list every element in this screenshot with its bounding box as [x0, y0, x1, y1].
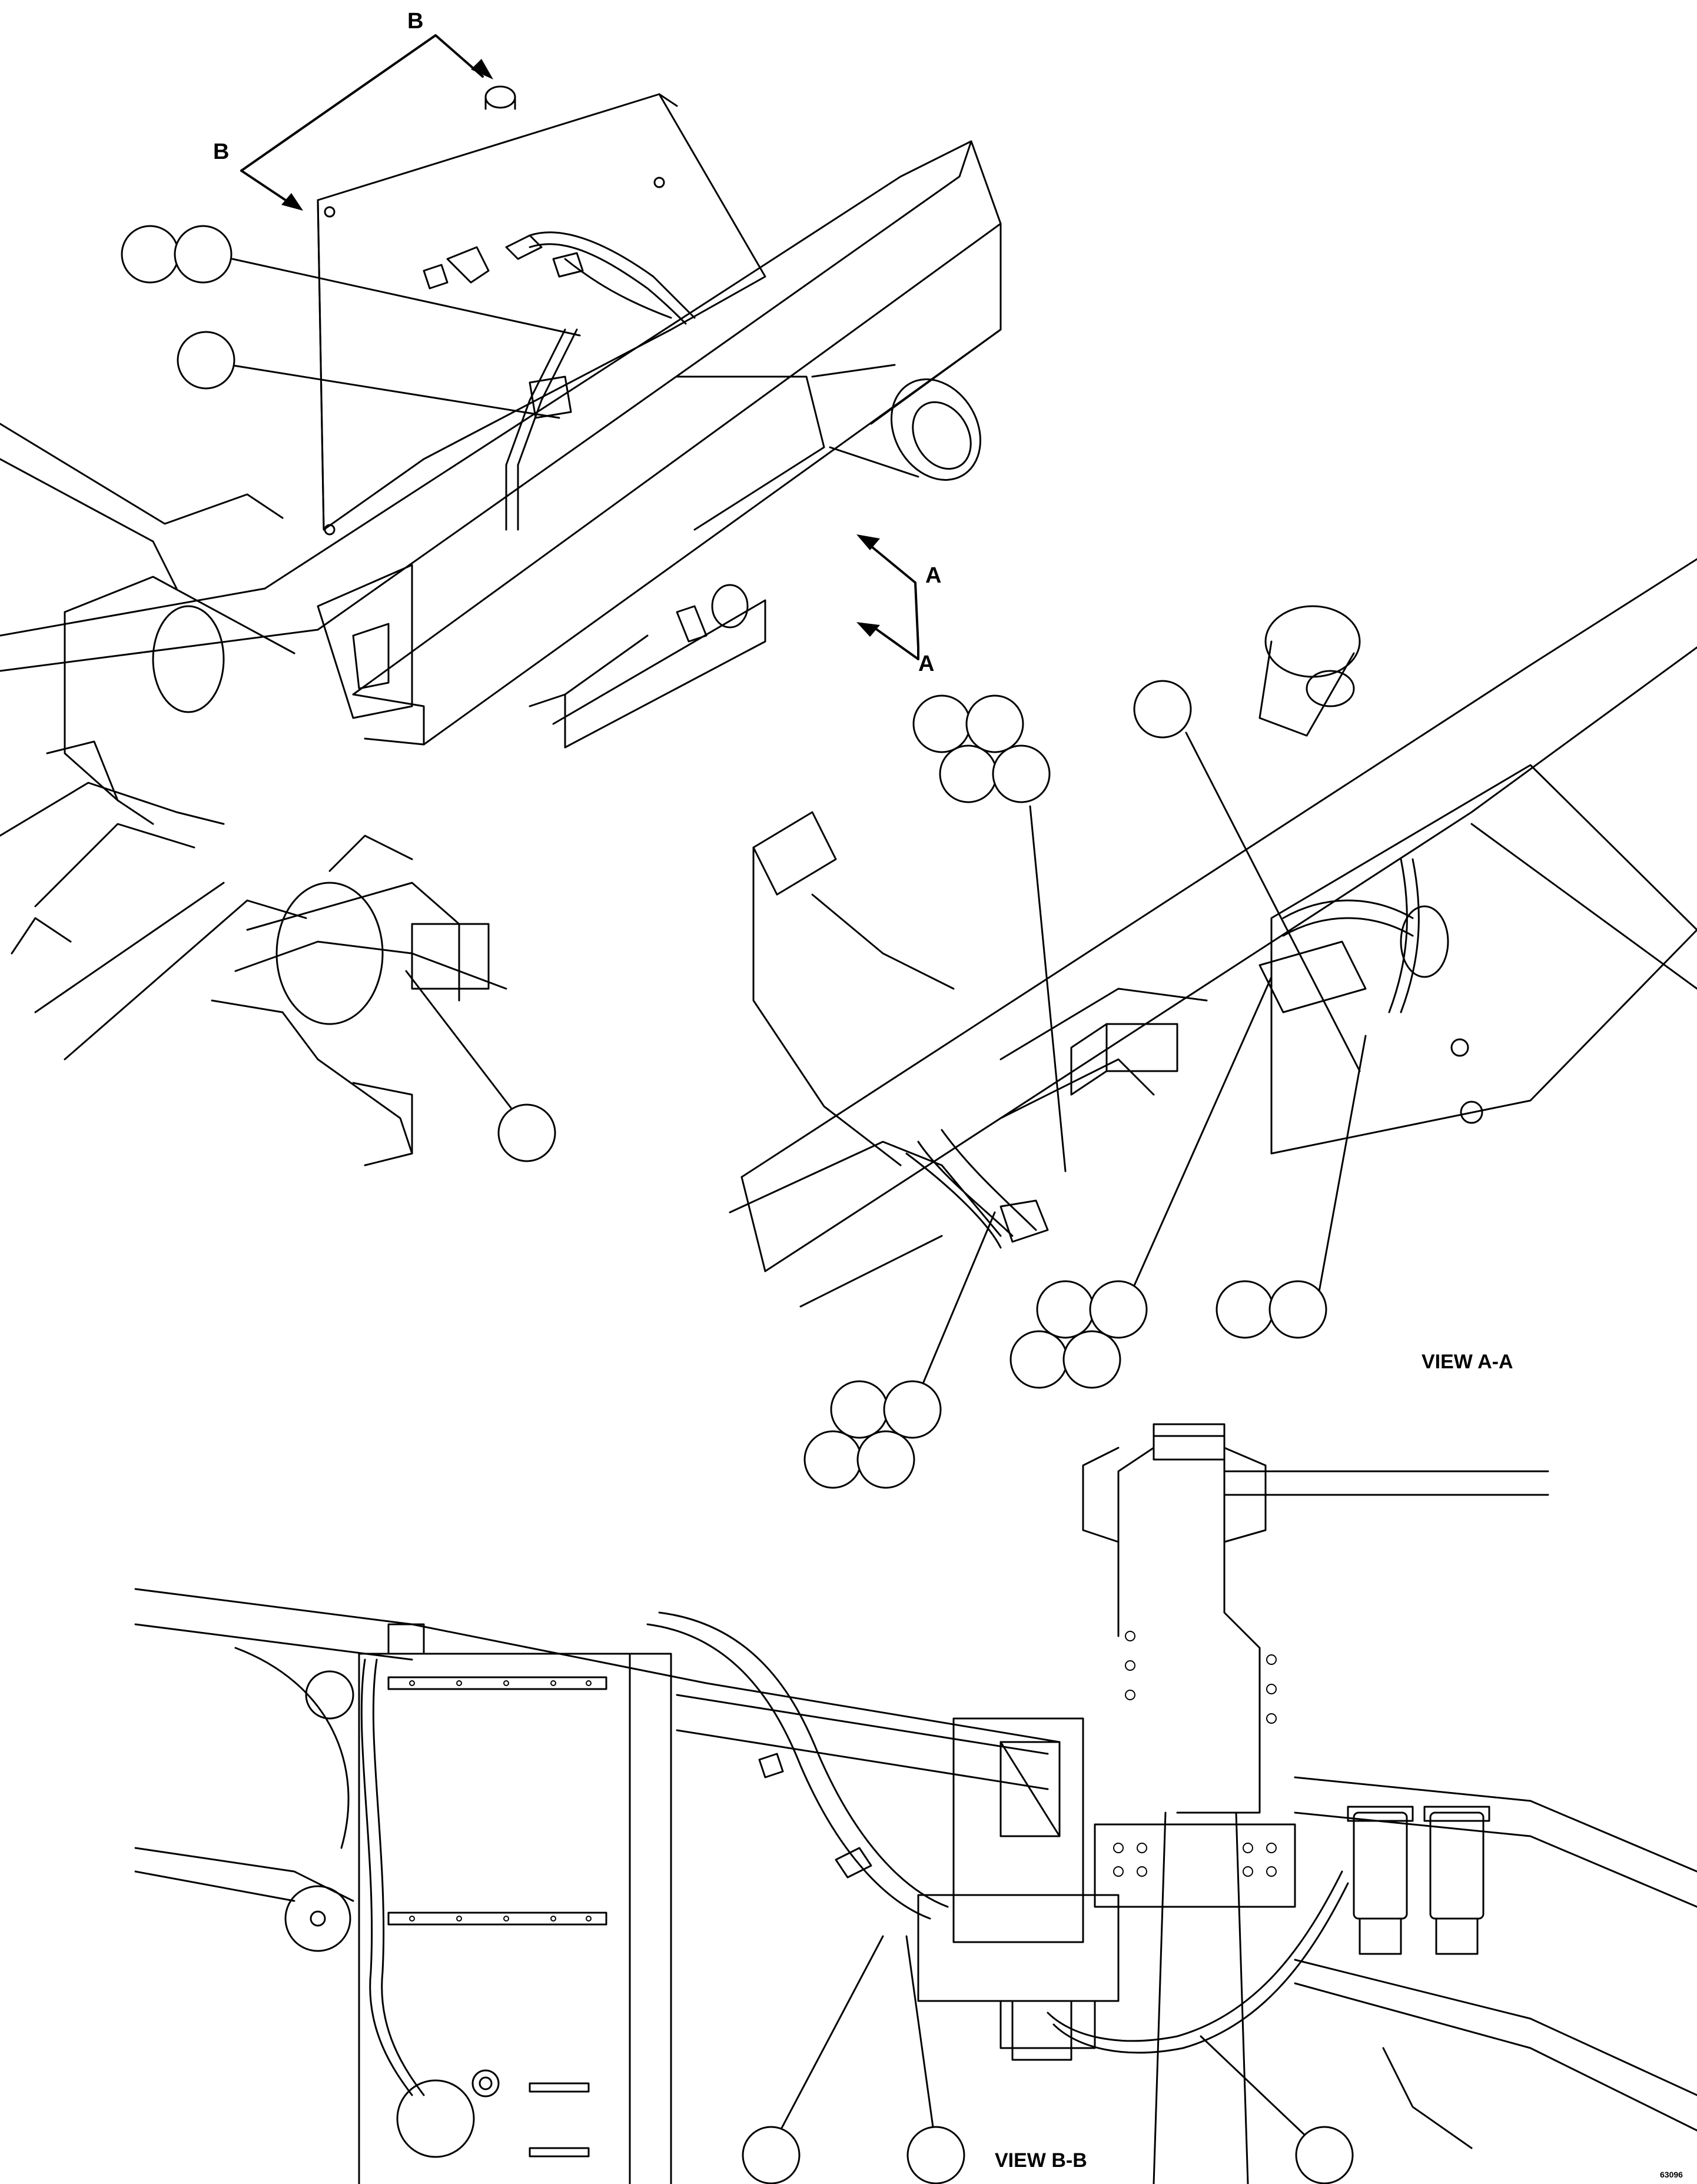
- callout-balloons: [121, 225, 1354, 2184]
- callout-balloon: [830, 1380, 889, 1439]
- section-arrows: [240, 34, 919, 660]
- section-label-a-upper: A: [925, 563, 941, 588]
- drawing-number: 63096: [1660, 2170, 1683, 2179]
- view-a-frame-assembly: [729, 558, 1697, 1308]
- arrowhead-a-lower: [856, 622, 880, 637]
- section-label-b-top: B: [407, 9, 423, 34]
- section-label-a-lower: A: [918, 651, 934, 676]
- leader-3: [405, 970, 513, 1111]
- upper-left-frame-assembly: [0, 140, 1002, 1166]
- callout-balloon: [1268, 1280, 1327, 1339]
- callout-balloon: [497, 1103, 556, 1162]
- leader-5: [1185, 732, 1361, 1072]
- callout-balloon: [1062, 1330, 1121, 1389]
- view-label-b-b: VIEW B-B: [995, 2149, 1087, 2172]
- callout-balloon: [1216, 1280, 1274, 1339]
- leader-11: [1200, 2035, 1320, 2149]
- callout-balloon: [1036, 1280, 1095, 1339]
- arrowheads: [281, 59, 880, 637]
- callout-balloon: [939, 744, 998, 803]
- leader-2: [228, 364, 560, 419]
- callout-balloon: [912, 694, 971, 753]
- callout-balloon: [1133, 680, 1192, 739]
- view-b-frame-assembly: [134, 1423, 1697, 2184]
- arrowhead-b-left: [281, 193, 303, 211]
- strap-bolts: [409, 1631, 1277, 1922]
- callout-balloon: [742, 2126, 801, 2184]
- callout-balloon: [174, 225, 233, 284]
- leader-6: [1129, 976, 1273, 1296]
- callout-balloon: [177, 331, 235, 390]
- arrowhead-a-upper: [856, 534, 880, 550]
- view-label-a-a: VIEW A-A: [1422, 1351, 1513, 1373]
- leader-4: [1029, 805, 1067, 1172]
- leader-1: [231, 258, 581, 337]
- callout-balloon: [883, 1380, 942, 1439]
- callout-balloon: [1089, 1280, 1148, 1339]
- callout-balloon: [965, 694, 1024, 753]
- upper-lower-box: [529, 584, 766, 749]
- leader-7: [1317, 1035, 1367, 1296]
- callout-balloon: [1009, 1330, 1068, 1389]
- section-b-arrow-line: [240, 34, 484, 172]
- section-a-arrow-line-2: [876, 629, 919, 660]
- callout-balloon: [803, 1430, 862, 1489]
- upper-tank-assembly: [317, 85, 766, 536]
- callout-balloon: [121, 225, 180, 284]
- callout-balloon: [992, 744, 1051, 803]
- leader-9: [770, 1935, 884, 2149]
- section-label-b-left: B: [213, 139, 229, 164]
- callout-balloon: [1295, 2126, 1354, 2184]
- callout-balloon: [906, 2126, 965, 2184]
- leader-lines: [228, 258, 1367, 2149]
- section-a-arrow-line: [864, 540, 919, 649]
- leader-10: [905, 1935, 937, 2149]
- leader-8: [917, 1211, 996, 1396]
- callout-balloon: [856, 1430, 915, 1489]
- arrowhead-b-top: [471, 59, 493, 79]
